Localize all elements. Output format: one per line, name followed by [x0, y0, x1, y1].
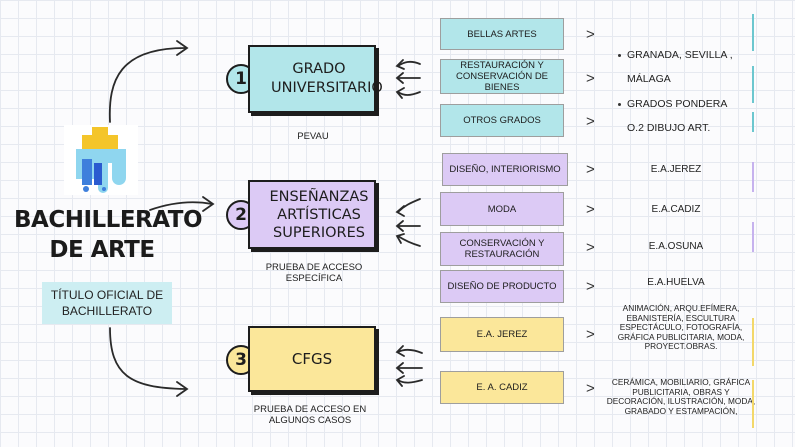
- main-title: BACHILLERATO DE ARTE: [14, 207, 203, 263]
- option-ea-cadiz: E. A. CADIZ: [440, 371, 564, 404]
- paint-drip-icon: [76, 127, 126, 193]
- accent-bar: [752, 14, 754, 51]
- bullet-item: GRADOS PONDERA: [618, 98, 758, 110]
- node-ensenanzas-artisticas: ENSEÑANZAS ARTÍSTICAS SUPERIORES: [248, 180, 376, 249]
- node-label: GRADO UNIVERSITARIO: [271, 61, 383, 96]
- chevron-right-icon: >: [586, 113, 595, 130]
- school-ea-jerez: E.A.JEREZ: [650, 164, 702, 175]
- option-bellas-artes: BELLAS ARTES: [440, 18, 564, 50]
- accent-bar: [752, 318, 754, 366]
- bullet-text: GRANADA, SEVILLA ,: [627, 49, 733, 61]
- school-ea-osuna: E.A.OSUNA: [648, 241, 704, 252]
- node-label: ENSEÑANZAS ARTÍSTICAS SUPERIORES: [269, 188, 369, 241]
- accent-bar: [752, 222, 754, 252]
- chevron-right-icon: >: [586, 326, 595, 343]
- subtitle-badge: TÍTULO OFICIAL DE BACHILLERATO: [42, 282, 172, 324]
- bullet-text: GRADOS PONDERA: [627, 98, 728, 110]
- accent-bar: [752, 66, 754, 103]
- accent-bar: [752, 162, 754, 192]
- logo: [64, 125, 138, 195]
- option-diseno-producto: DISEÑO DE PRODUCTO: [440, 270, 564, 303]
- note-prueba-algunos-casos: PRUEBA DE ACCESO EN ALGUNOS CASOS: [253, 404, 367, 426]
- cfgs-cadiz-details: CERÁMICA, MOBILIARIO, GRÁFICA PUBLICITAR…: [606, 377, 756, 416]
- bullet-item: GRANADA, SEVILLA ,: [618, 49, 758, 61]
- note-prueba-especifica: PRUEBA DE ACCESO ESPECÍFICA: [265, 262, 363, 284]
- chevron-right-icon: >: [586, 70, 595, 87]
- node-cfgs: CFGS: [248, 326, 376, 392]
- chevron-right-icon: >: [586, 380, 595, 397]
- option-conservacion-restauracion: CONSERVACIÓN Y RESTAURACIÓN: [440, 232, 564, 266]
- option-diseno-interiorismo: DISEÑO, INTERIORISMO: [442, 153, 568, 186]
- bullet-continuation: MÁLAGA: [627, 73, 671, 85]
- bullet-dot-icon: [618, 53, 621, 57]
- accent-bar: [752, 380, 754, 428]
- chevron-right-icon: >: [586, 201, 595, 218]
- accent-bar: [752, 112, 754, 132]
- option-moda: MODA: [440, 192, 564, 226]
- chevron-right-icon: >: [586, 239, 595, 256]
- school-ea-cadiz: E.A.CADIZ: [651, 204, 701, 215]
- node-grado-universitario: GRADO UNIVERSITARIO: [248, 45, 383, 113]
- chevron-right-icon: >: [586, 161, 595, 178]
- node-label: CFGS: [291, 350, 333, 368]
- bullet-continuation: O.2 DIBUJO ART.: [627, 122, 711, 134]
- note-pevau: PEVAU: [297, 131, 329, 142]
- bullet-dot-icon: [618, 102, 621, 106]
- cfgs-jerez-details: ANIMACIÓN, ARQU.EFÍMERA, EBANISTERÍA, ES…: [617, 303, 745, 352]
- option-restauracion-conservacion: RESTAURACIÓN Y CONSERVACIÓN DE BIENES: [440, 59, 564, 94]
- chevron-right-icon: >: [586, 26, 595, 43]
- option-ea-jerez: E.A. JEREZ: [440, 317, 564, 352]
- school-ea-huelva: E.A.HUELVA: [647, 277, 705, 288]
- chevron-right-icon: >: [586, 278, 595, 295]
- option-otros-grados: OTROS GRADOS: [440, 104, 564, 137]
